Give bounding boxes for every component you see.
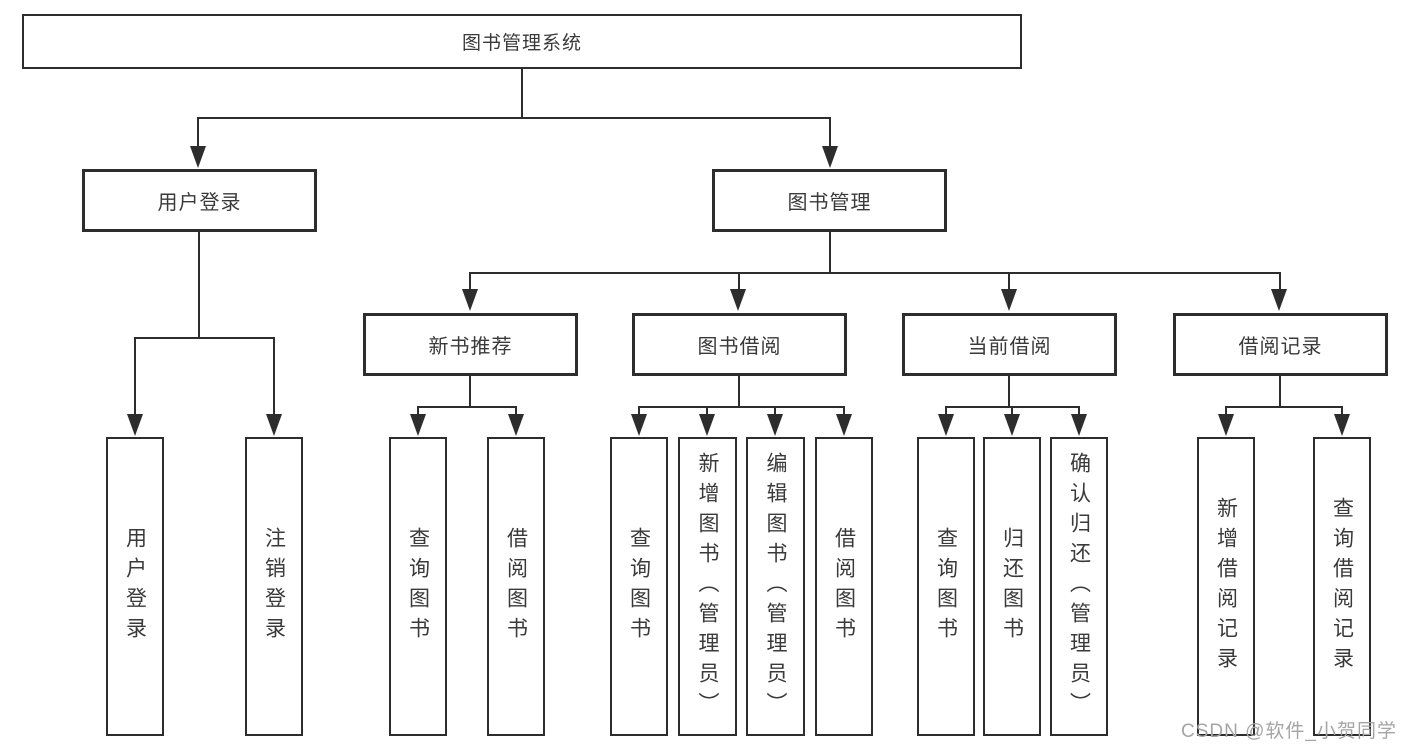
connector-line	[273, 337, 275, 416]
connector-line	[1225, 406, 1343, 408]
down-arrow-icon	[1004, 414, 1020, 436]
leaf-borrow-edit-book-label: 编辑图书（管理员）	[764, 451, 787, 722]
connector-line	[1225, 406, 1227, 416]
connector-line	[829, 117, 831, 150]
connector-line	[469, 272, 1281, 274]
down-arrow-icon	[1071, 414, 1087, 436]
connector-line	[1011, 406, 1013, 416]
down-arrow-icon	[1001, 289, 1017, 311]
leaf-borrow-query-label: 查询图书	[627, 526, 651, 647]
down-arrow-icon	[1271, 289, 1287, 311]
down-arrow-icon	[836, 414, 852, 436]
node-current-borrow-label: 当前借阅	[967, 336, 1052, 358]
leaf-current-confirm-return-label: 确认归还（管理员）	[1067, 451, 1091, 722]
connector-line	[1279, 375, 1281, 408]
node-new-book-recommend: 新书推荐	[363, 313, 578, 376]
leaf-borrow-add-book: 新增图书（管理员）	[678, 437, 737, 736]
connector-line	[1341, 406, 1343, 416]
leaf-records-query: 查询借阅记录	[1313, 437, 1371, 736]
leaf-newbook-query-label: 查询图书	[406, 526, 430, 647]
connector-line	[843, 406, 845, 416]
down-arrow-icon	[462, 289, 478, 311]
connector-line	[1008, 272, 1010, 292]
connector-line	[1008, 375, 1010, 408]
leaf-newbook-query: 查询图书	[389, 437, 447, 736]
node-book-borrow: 图书借阅	[632, 313, 847, 376]
down-arrow-icon	[631, 414, 647, 436]
down-arrow-icon	[1218, 414, 1234, 436]
connector-line	[198, 231, 200, 338]
node-new-book-recommend-label: 新书推荐	[428, 336, 513, 358]
leaf-borrow-add-book-label: 新增图书（管理员）	[696, 451, 719, 722]
connector-line	[774, 406, 776, 416]
leaf-current-return-label: 归还图书	[1000, 526, 1024, 647]
leaf-current-return: 归还图书	[983, 437, 1041, 736]
connector-line	[515, 406, 517, 416]
down-arrow-icon	[822, 146, 838, 168]
node-borrow-records-label: 借阅记录	[1238, 336, 1323, 358]
down-arrow-icon	[127, 414, 143, 436]
down-arrow-icon	[508, 414, 524, 436]
leaf-borrow-borrow-book-label: 借阅图书	[832, 526, 856, 647]
node-root-label: 图书管理系统	[461, 33, 582, 54]
connector-line	[198, 117, 831, 119]
csdn-watermark: CSDN @软件_小贺同学	[1181, 721, 1397, 742]
leaf-logout: 注销登录	[245, 437, 303, 736]
connector-line	[738, 375, 740, 408]
connector-line	[829, 231, 831, 273]
connector-line	[521, 69, 523, 118]
connector-line	[469, 272, 471, 292]
down-arrow-icon	[266, 414, 282, 436]
connector-line	[417, 406, 517, 408]
connector-line	[738, 272, 740, 292]
down-arrow-icon	[767, 414, 783, 436]
leaf-borrow-edit-book: 编辑图书（管理员）	[746, 437, 805, 736]
leaf-user-login-label: 用户登录	[123, 526, 147, 647]
connector-line	[417, 406, 419, 416]
down-arrow-icon	[190, 146, 206, 168]
node-root: 图书管理系统	[22, 14, 1022, 69]
leaf-current-query-label: 查询图书	[934, 526, 958, 647]
connector-line	[706, 406, 708, 416]
leaf-logout-label: 注销登录	[262, 526, 286, 647]
node-current-borrow: 当前借阅	[902, 313, 1117, 376]
connector-line	[638, 406, 640, 416]
leaf-records-add: 新增借阅记录	[1197, 437, 1255, 736]
down-arrow-icon	[410, 414, 426, 436]
down-arrow-icon	[1334, 414, 1350, 436]
connector-line	[197, 117, 199, 150]
leaf-newbook-borrow-label: 借阅图书	[504, 526, 528, 647]
connector-line	[134, 337, 275, 339]
leaf-user-login: 用户登录	[106, 437, 164, 736]
node-user-login: 用户登录	[82, 169, 317, 232]
connector-line	[1078, 406, 1080, 416]
connector-line	[469, 375, 471, 408]
leaf-newbook-borrow: 借阅图书	[487, 437, 545, 736]
leaf-borrow-query: 查询图书	[610, 437, 668, 736]
down-arrow-icon	[699, 414, 715, 436]
node-borrow-records: 借阅记录	[1173, 313, 1388, 376]
down-arrow-icon	[730, 289, 746, 311]
connector-line	[638, 406, 845, 408]
down-arrow-icon	[938, 414, 954, 436]
leaf-records-add-label: 新增借阅记录	[1214, 496, 1238, 677]
node-user-login-label: 用户登录	[157, 192, 242, 214]
node-book-management: 图书管理	[712, 169, 947, 232]
node-book-management-label: 图书管理	[787, 192, 872, 214]
connector-line	[945, 406, 947, 416]
leaf-records-query-label: 查询借阅记录	[1330, 496, 1354, 677]
node-book-borrow-label: 图书借阅	[697, 336, 782, 358]
leaf-current-query: 查询图书	[917, 437, 975, 736]
connector-line	[134, 337, 136, 416]
connector-line	[1279, 272, 1281, 292]
leaf-current-confirm-return: 确认归还（管理员）	[1050, 437, 1108, 736]
leaf-borrow-borrow-book: 借阅图书	[815, 437, 873, 736]
